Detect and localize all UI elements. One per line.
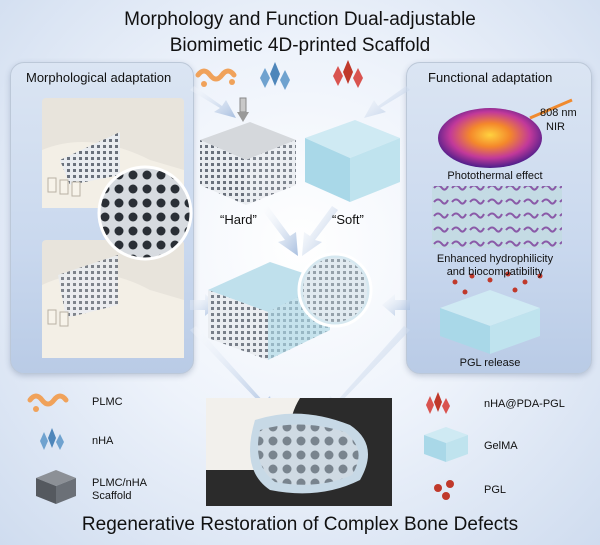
legend-nha-pda-pgl-icon [426, 392, 450, 414]
functional-adaptation-title: Functional adaptation [428, 70, 553, 85]
figure-title-line1: Morphology and Function Dual-adjustable [124, 9, 476, 30]
mesh-scaffold-top [60, 132, 120, 185]
legend-plmc-icon [27, 393, 69, 412]
flow-arrow-hard-combine [262, 206, 298, 256]
legend-scaffold-label-line1: PLMC/nHA [92, 477, 148, 489]
porous-structure-zoom [97, 165, 193, 261]
flow-arrow-right-top [364, 86, 410, 118]
nha-crystal-icon-top [260, 62, 290, 90]
legend-gelma-label: GelMA [484, 440, 518, 452]
soft-gelma-cube [305, 120, 400, 202]
morphological-adaptation-title: Morphological adaptation [26, 70, 172, 85]
legend-pgl-icon [434, 480, 454, 500]
flow-arrow-left-bottom [190, 326, 275, 420]
flow-arrow-right-bottom [325, 326, 410, 420]
mesh-scaffold-bottom [58, 255, 118, 318]
hard-label: “Hard” [220, 212, 257, 227]
cell-image [432, 186, 562, 248]
hard-scaffold-cube [200, 122, 296, 205]
flow-arrow-soft-combine [302, 206, 338, 256]
legend-gelma-icon [424, 427, 468, 462]
legend-nha-label: nHA [92, 435, 114, 447]
legend-nha-pda-pgl-label: nHA@PDA-PGL [484, 398, 565, 410]
bone-defect-image [206, 398, 392, 506]
pgl-release-label: PGL release [459, 357, 521, 369]
nha-pda-pgl-icon-top [333, 60, 363, 88]
legend-nha-icon [40, 428, 64, 450]
nir-beam [529, 98, 573, 120]
legend-scaffold-icon [36, 470, 76, 504]
pgl-release-cube [440, 271, 543, 354]
photothermal-label: Photothermal effect [447, 170, 543, 182]
bottom-title: Regenerative Restoration of Complex Bone… [81, 514, 519, 535]
jaw-model-bottom [42, 240, 184, 358]
flow-arrows [190, 86, 410, 420]
figure-title-line2: Biomimetic 4D-printed Scaffold [169, 35, 431, 56]
legend-plmc-label: PLMC [92, 396, 123, 408]
legend-scaffold-label-line2: Scaffold [92, 490, 132, 502]
legend-pgl-label: PGL [484, 484, 507, 496]
hydrophilicity-label-line2: and biocompatibility [446, 266, 544, 278]
nir-wavelength-label: 808 nm [540, 107, 577, 119]
printer-nozzle [237, 97, 249, 122]
flow-arrow-into-composite-right [382, 294, 410, 316]
hydrophilicity-label-line1: Enhanced hydrophilicity [436, 253, 554, 265]
plmc-chain-icon-top [195, 68, 237, 87]
photothermal-heatmap [438, 108, 542, 168]
soft-label: “Soft” [332, 212, 364, 227]
flow-arrow-left-top [190, 86, 236, 118]
nir-label: NIR [546, 121, 565, 133]
